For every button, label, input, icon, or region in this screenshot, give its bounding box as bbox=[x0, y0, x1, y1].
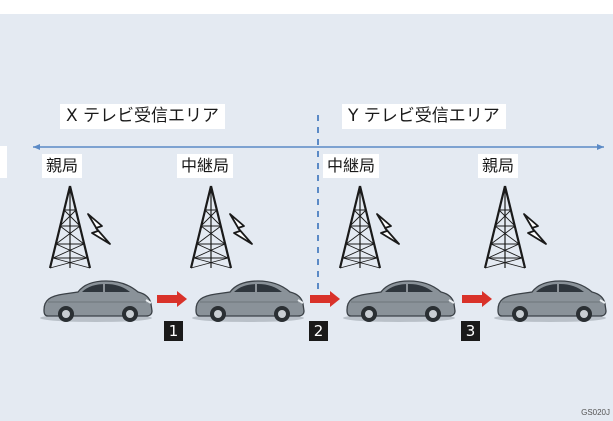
move-arrow-icon bbox=[157, 291, 187, 307]
station-label-x-parent: 親局 bbox=[42, 154, 83, 178]
tower-icon-x-parent bbox=[48, 184, 92, 270]
top-margin bbox=[0, 0, 613, 14]
car-icon bbox=[493, 280, 607, 323]
area-label-x: X テレビ受信エリア bbox=[60, 104, 226, 129]
signal-bolt-icon bbox=[229, 213, 253, 245]
signal-bolt-icon bbox=[376, 213, 400, 245]
station-label-y-relay: 中継局 bbox=[323, 154, 380, 178]
figure-code: GS020J bbox=[581, 408, 610, 417]
car-icon bbox=[342, 280, 456, 323]
step-badge-2: 2 bbox=[309, 321, 328, 341]
step-badge-3: 3 bbox=[461, 321, 480, 341]
station-label-y-parent: 親局 bbox=[478, 154, 519, 178]
move-arrow-icon bbox=[310, 291, 340, 307]
area-label-y: Y テレビ受信エリア bbox=[342, 104, 506, 129]
station-label-x-relay: 中継局 bbox=[177, 154, 234, 178]
left-edge-tab bbox=[0, 146, 7, 178]
tower-icon-y-relay bbox=[338, 184, 382, 270]
step-badge-1: 1 bbox=[164, 321, 183, 341]
move-arrow-icon bbox=[462, 291, 492, 307]
tower-icon-x-relay bbox=[189, 184, 233, 270]
signal-bolt-icon bbox=[87, 213, 111, 245]
area-span-line bbox=[33, 144, 604, 150]
car-icon bbox=[39, 280, 153, 323]
signal-bolt-icon bbox=[523, 213, 547, 245]
car-icon bbox=[191, 280, 305, 323]
tower-icon-y-parent bbox=[483, 184, 527, 270]
